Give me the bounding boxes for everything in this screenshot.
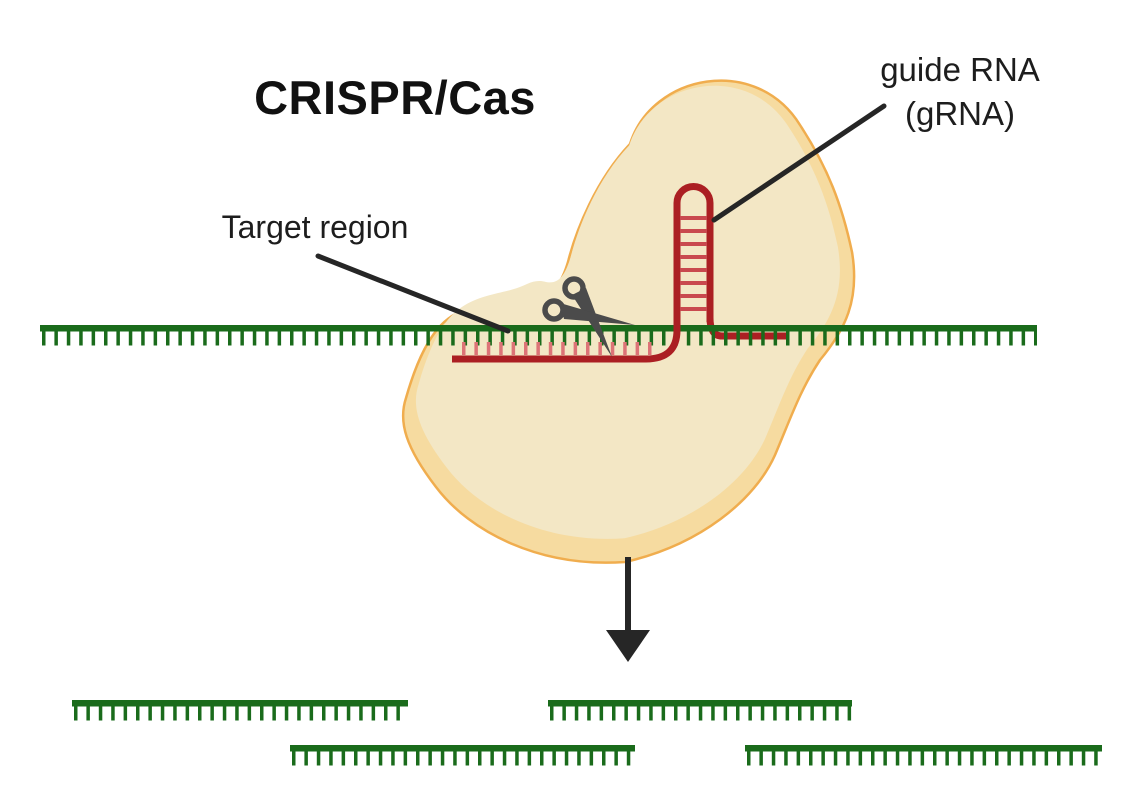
dna-fragment (548, 700, 852, 721)
down-arrow-icon (606, 557, 650, 662)
scissors-blade (560, 303, 635, 325)
dna-fragments (72, 700, 1102, 766)
guide-rna-hairpin (452, 183, 714, 363)
scissors-icon (542, 276, 635, 357)
dna-fragment (290, 745, 635, 766)
dna-fragment (745, 745, 1102, 766)
guide-rna-label: guide RNA (gRNA) (830, 48, 1090, 135)
diagram-title: CRISPR/Cas (254, 71, 536, 124)
grna-backbone (452, 183, 714, 363)
dna-fragment (72, 700, 408, 721)
guide-rna-label-line2: (gRNA) (904, 94, 1015, 132)
dna-strand-bar (40, 325, 1037, 332)
guide-rna-label-line1: guide RNA (880, 51, 1040, 88)
target-region-pointer-line (315, 253, 511, 334)
scissors-blade (572, 288, 612, 357)
grna-stem-rungs (680, 216, 707, 311)
dna-strand (40, 325, 1037, 346)
cas-protein-highlight (415, 85, 840, 539)
guide-rna-pointer-line (711, 103, 887, 223)
cas-protein-blob (401, 79, 856, 564)
target-region-label: Target region (221, 209, 409, 245)
down-arrow-head (606, 630, 650, 662)
